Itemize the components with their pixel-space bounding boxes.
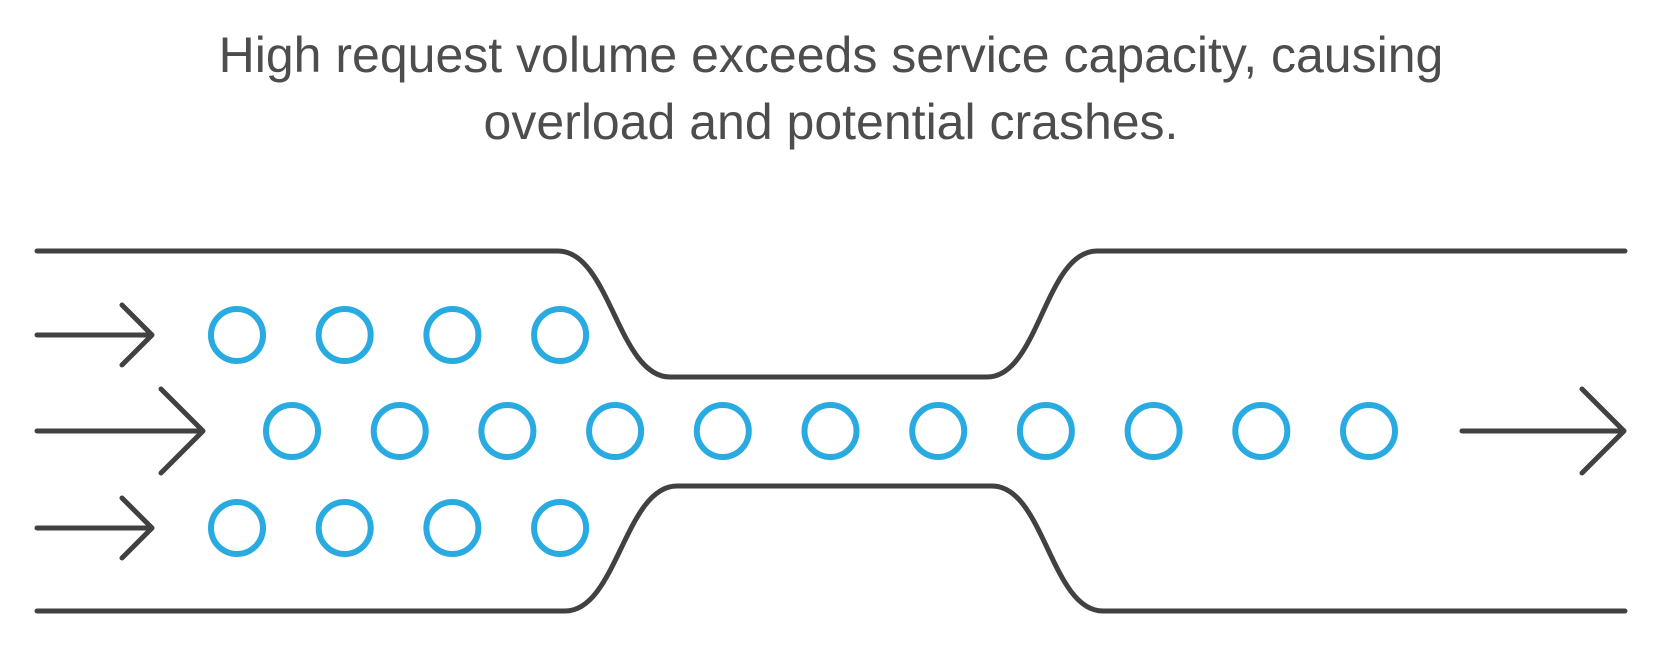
request-circle-icon [1232, 402, 1291, 460]
request-circle-icon [423, 306, 482, 364]
input-arrow-bottom-icon [34, 495, 155, 561]
pipe-bottom-wall [34, 483, 1628, 614]
request-circle-icon [370, 402, 429, 460]
flow-arrows [34, 302, 1627, 561]
title-line-1: High request volume exceeds service capa… [218, 27, 1444, 83]
request-circle-icon [263, 402, 321, 460]
output-arrow-icon [1459, 386, 1627, 476]
title-line-2: overload and potential crashes. [483, 94, 1179, 150]
request-circle-icon [531, 306, 590, 364]
request-circle-icon [315, 499, 374, 557]
request-circle-icon [208, 499, 266, 557]
request-circle-icon [909, 402, 968, 460]
inflow-bottom-row [208, 499, 590, 557]
diagram-title: High request volume exceeds service capa… [0, 22, 1662, 156]
request-circle-icon [693, 402, 752, 460]
request-circle-icon [801, 402, 860, 460]
request-circle-icon [586, 402, 645, 460]
input-arrow-top-icon [34, 302, 155, 368]
request-circle-icon [423, 499, 482, 557]
input-arrow-middle-icon [34, 386, 206, 476]
request-circle-icon [1340, 402, 1398, 460]
pipe-top-wall [34, 248, 1628, 380]
request-circle-icon [478, 402, 537, 460]
request-circle-icon [531, 499, 590, 557]
request-circle-icon [1124, 402, 1183, 460]
through-middle-row [263, 402, 1398, 460]
request-circle-icon [1016, 402, 1075, 460]
inflow-top-row [208, 306, 590, 364]
request-circle-icon [208, 306, 266, 364]
request-circle-icon [315, 306, 374, 364]
request-circles [208, 306, 1398, 557]
